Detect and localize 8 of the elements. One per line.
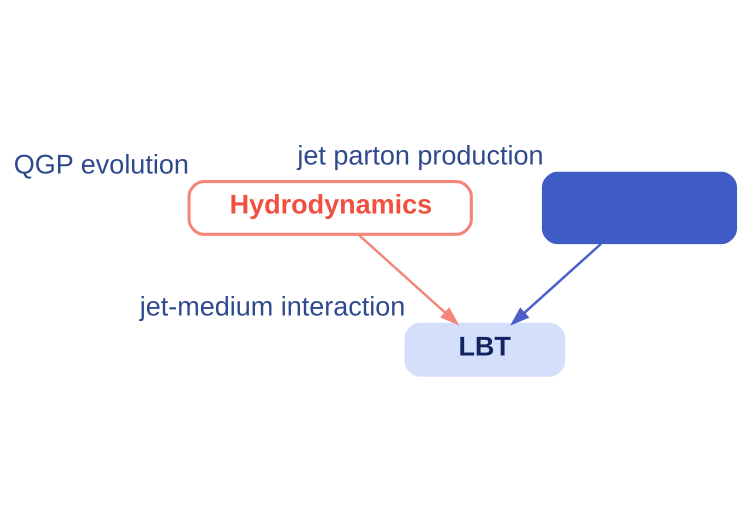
node-label: jet-medium interaction — [140, 291, 406, 322]
node-box: Hydrodynamics — [188, 180, 473, 236]
node-label: jet parton production — [297, 140, 544, 171]
arrow — [357, 233, 460, 326]
node-label: QGP evolution — [14, 150, 189, 180]
node-box: LBT — [404, 322, 566, 377]
node-box — [542, 172, 738, 244]
arrow — [510, 242, 602, 326]
